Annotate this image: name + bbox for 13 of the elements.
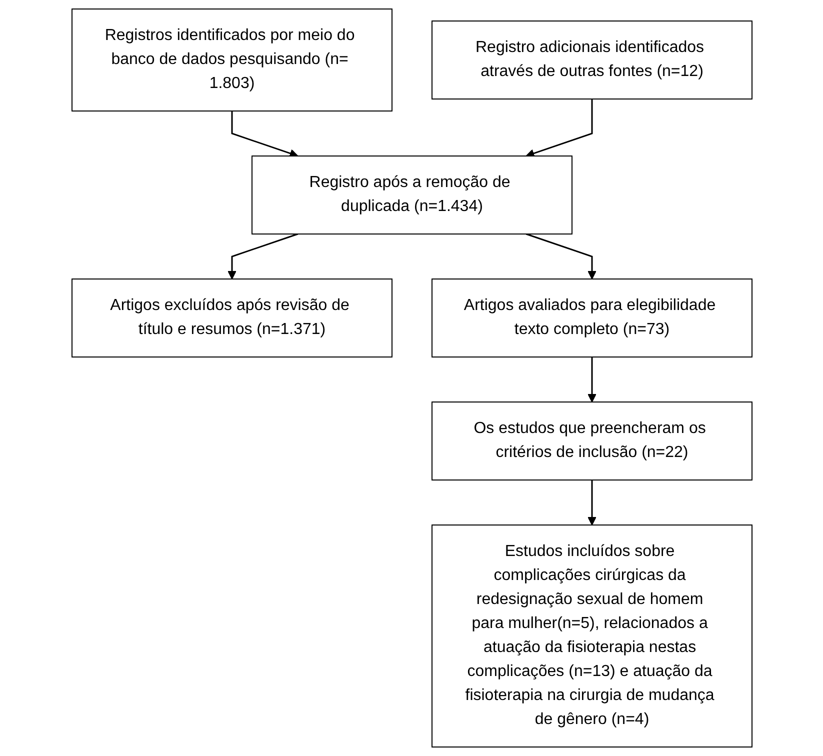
node-box: Registro adicionais identificados através de outras fontes (n=12) xyxy=(431,20,752,100)
node-box: Estudos incluídos sobre complicações cirúrgicas da redesignação sexual de homem para mulher(n=5), relacionados a atuação da fisioterapia nestas complicações (n=13) e atuação da fisioterapia na cirurgia de mudança de gênero (n=4) xyxy=(431,524,752,748)
arrow xyxy=(587,480,596,526)
node-box: Artigos avaliados para elegibilidade texto completo (n=73) xyxy=(431,278,752,358)
arrow xyxy=(525,233,596,280)
arrow xyxy=(525,99,592,158)
arrow xyxy=(587,357,596,402)
node-box: Artigos excluídos após revisão de título e resumos (n=1.371) xyxy=(71,278,392,358)
node-box: Os estudos que preencheram os critérios de inclusão (n=22) xyxy=(431,402,752,480)
node-box: Registro após a remoção de duplicada (n=1.434) xyxy=(251,156,572,234)
arrow xyxy=(230,111,298,158)
node-box: Registros identificados por meio do banco de dados pesquisando (n= 1.803) xyxy=(71,8,392,112)
arrow xyxy=(227,233,298,280)
